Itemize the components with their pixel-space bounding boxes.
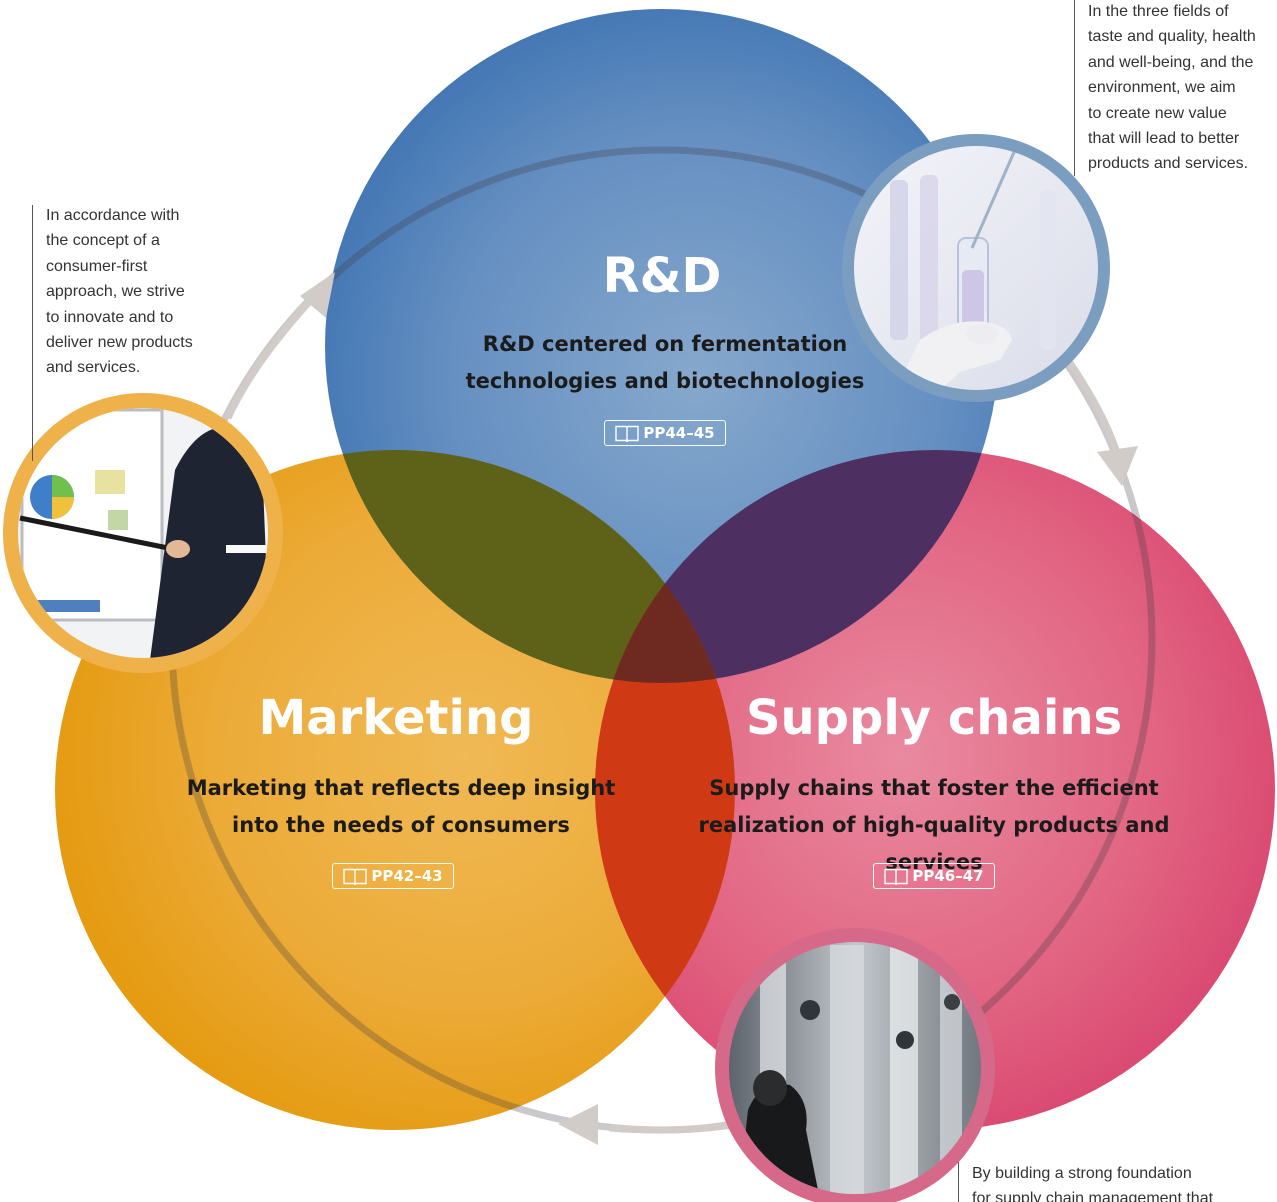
marketing-subtitle-line1: Marketing that reflects deep insight — [186, 776, 616, 800]
rd-note: In the three fields of taste and quality… — [1088, 0, 1277, 177]
marketing-note-line: consumer-first — [46, 257, 148, 275]
book-icon — [615, 425, 640, 442]
marketing-note-line: deliver new products — [46, 334, 193, 352]
rd-note-line: environment, we aim — [1088, 79, 1236, 97]
rd-subtitle: R&D centered on fermentation technologie… — [440, 326, 890, 400]
rd-note-line: products and services. — [1088, 155, 1249, 173]
marketing-page-ref[interactable]: PP42–43 — [332, 863, 454, 889]
marketing-subtitle-line2: into the needs of consumers — [232, 813, 570, 837]
supply-title: Supply chains — [745, 690, 1123, 746]
marketing-page-ref-label: PP42–43 — [371, 867, 443, 885]
rd-subtitle-line1: R&D centered on fermentation — [482, 332, 848, 356]
rd-page-ref[interactable]: PP44–45 — [604, 420, 726, 446]
marketing-title: Marketing — [258, 690, 534, 746]
supply-page-ref[interactable]: PP46–47 — [873, 863, 995, 889]
book-icon — [884, 868, 909, 885]
supply-note-line: By building a strong foundation — [972, 1165, 1192, 1182]
rd-note-line: that will lead to better — [1088, 130, 1240, 148]
supply-page-ref-label: PP46–47 — [912, 867, 984, 885]
marketing-note-line: the concept of a — [46, 232, 160, 250]
supply-note: By building a strong foundation for supp… — [972, 1161, 1272, 1202]
rd-title: R&D — [602, 248, 722, 304]
rd-subtitle-line2: technologies and biotechnologies — [465, 369, 865, 393]
arrow-marketing-to-rd — [224, 272, 335, 420]
supply-photo — [715, 928, 995, 1202]
rd-note-line: In the three fields of — [1088, 3, 1229, 20]
supply-subtitle: Supply chains that foster the efficient … — [664, 770, 1204, 881]
rd-page-ref-label: PP44–45 — [643, 424, 715, 442]
rd-note-line: taste and quality, health — [1088, 28, 1256, 46]
rd-note-line: to create new value — [1088, 104, 1227, 122]
marketing-note-rule — [32, 205, 33, 461]
marketing-note-line: and services. — [46, 359, 141, 377]
marketing-note-line: to innovate and to — [46, 308, 174, 326]
marketing-note: In accordance with the concept of a cons… — [46, 203, 236, 381]
supply-note-line: for supply chain management that — [972, 1190, 1214, 1202]
rd-marketing-overlap — [325, 450, 735, 683]
supply-subtitle-line1: Supply chains that foster the efficient — [709, 776, 1159, 800]
rd-note-line: and well-being, and the — [1088, 53, 1254, 71]
supply-subtitle-line2: realization of high-quality products and… — [698, 813, 1170, 874]
arrow-supply-to-marketing — [558, 1104, 733, 1145]
marketing-subtitle: Marketing that reflects deep insight int… — [176, 770, 626, 844]
rd-note-rule — [1074, 0, 1075, 176]
arrow-rd-to-supply — [1065, 358, 1138, 486]
marketing-note-line: approach, we strive — [46, 283, 185, 301]
rd-photo — [842, 134, 1110, 402]
rd-supply-overlap — [595, 450, 999, 683]
book-icon — [343, 868, 368, 885]
supply-note-rule — [958, 1162, 959, 1202]
marketing-photo — [3, 393, 283, 673]
marketing-note-line: In accordance with — [46, 207, 180, 224]
